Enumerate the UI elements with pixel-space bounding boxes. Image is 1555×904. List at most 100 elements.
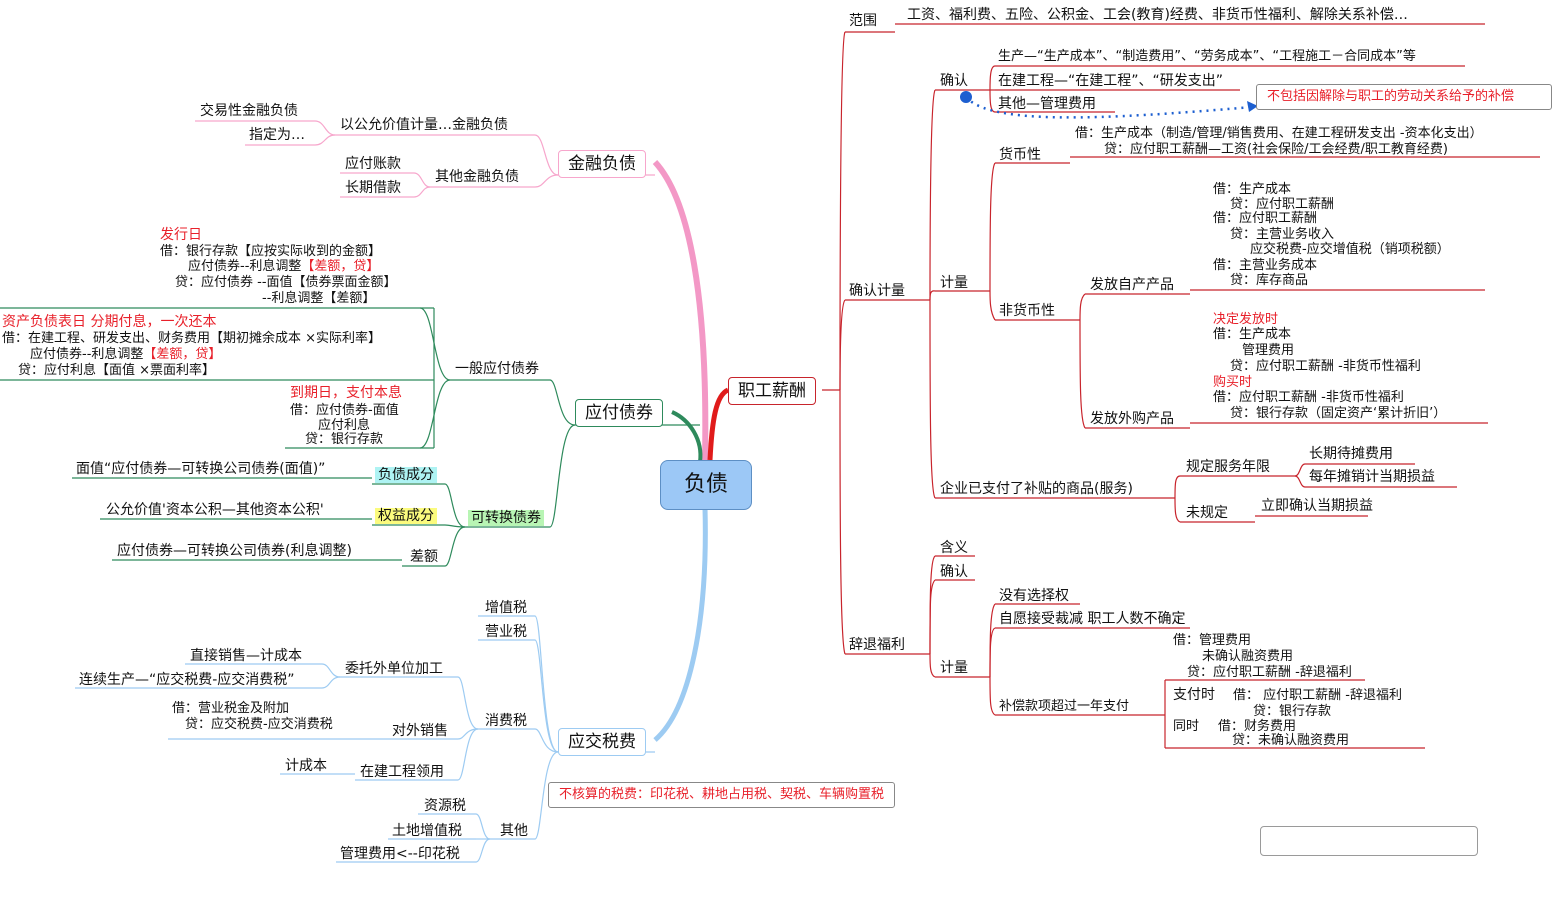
external-sale-line: 借：营业税金及附加 — [172, 701, 290, 716]
liability-component-node[interactable]: 负债成分 — [375, 467, 437, 483]
maturity-line: 贷：银行存款 — [305, 432, 384, 447]
accounts-payable-node[interactable]: 应付账款 — [345, 156, 401, 172]
voluntary-line: 贷：应付职工薪酬 -辞退福利 — [1187, 665, 1352, 680]
own-products-line: 贷：应付职工薪酬 — [1230, 197, 1335, 212]
entrusted-processing-node[interactable]: 委托外单位加工 — [345, 661, 443, 677]
cost-node[interactable]: 计成本 — [285, 758, 327, 774]
own-products-line: 应交税费-应交增值税（销项税额） — [1250, 242, 1450, 257]
payment-line: 贷：银行存款 — [1253, 704, 1332, 719]
decide-line: 借：生产成本 — [1213, 327, 1292, 342]
branch-financial-liabilities[interactable]: 金融负债 — [558, 150, 646, 178]
monetary-line: 借：生产成本（制造/管理/销售费用、在建工程研发支出 -资本化支出） — [1075, 126, 1483, 141]
equity-component-text: 公允价值'资本公积—其他资本公积' — [106, 502, 324, 518]
non-accounted-taxes-box[interactable]: 不核算的税费：印花税、耕地占用税、契税、车辆购置税 — [548, 782, 896, 808]
voluntary-reduction-node[interactable]: 自愿接受裁减 职工人数不确定 — [999, 611, 1186, 627]
immediate-recognition-node[interactable]: 立即确认当期损益 — [1261, 498, 1373, 514]
service-period-node[interactable]: 规定服务年限 — [1186, 459, 1270, 475]
nonmonetary-node[interactable]: 非货币性 — [999, 303, 1055, 319]
external-sale-node[interactable]: 对外销售 — [392, 723, 448, 739]
issue-line: --利息调整【差额】 — [262, 291, 376, 306]
long-term-deferred-node[interactable]: 长期待摊费用 — [1309, 446, 1393, 462]
designated-node[interactable]: 指定为… — [249, 127, 305, 143]
maturity-title: 到期日，支付本息 — [290, 385, 402, 401]
not-specified-node[interactable]: 未规定 — [1186, 505, 1228, 521]
liability-component-text: 面值“应付债券—可转换公司债券(面值)” — [76, 461, 326, 477]
own-products-line: 借：生产成本 — [1213, 182, 1292, 197]
other-taxes-node[interactable]: 其他 — [500, 823, 528, 839]
issue-date-title: 发行日 — [160, 227, 202, 243]
vat-node[interactable]: 增值税 — [485, 600, 527, 616]
decide-title: 决定发放时 — [1213, 312, 1279, 327]
bs-line: 借：在建工程、研发支出、财务费用【期初摊余成本 ×实际利率】 — [2, 331, 382, 346]
scope-node[interactable]: 范围 — [849, 13, 877, 29]
maturity-line: 借：应付债券-面值 — [290, 403, 399, 418]
purchase-line: 贷：银行存款（固定资产‘累计折旧’） — [1230, 406, 1447, 421]
purchase-line: 借：应付职工薪酬 -非货币性福利 — [1213, 390, 1404, 405]
business-tax-node[interactable]: 营业税 — [485, 624, 527, 640]
general-bonds-node[interactable]: 一般应付债券 — [455, 361, 539, 377]
excluded-compensation-note[interactable]: 不包括因解除与职工的劳动关系给予的补偿 — [1256, 84, 1552, 110]
external-sale-line: 贷：应交税费-应交消费税 — [185, 717, 333, 732]
empty-text-box[interactable] — [1260, 826, 1478, 856]
same-time-line: 借：财务费用 — [1218, 719, 1297, 734]
termination-recognize-node[interactable]: 确认 — [940, 564, 968, 580]
branch-bonds-payable[interactable]: 应付债券 — [575, 399, 663, 427]
bs-line: 贷：应付利息【面值 ×票面利率】 — [18, 363, 216, 378]
payment-line: 借： 应付职工薪酬 -辞退福利 — [1233, 688, 1402, 703]
subsidized-goods-node[interactable]: 企业已支付了补贴的商品(服务) — [940, 481, 1133, 497]
purchase-title: 购买时 — [1213, 375, 1253, 390]
purchased-products-node[interactable]: 发放外购产品 — [1090, 411, 1174, 427]
termination-benefits-node[interactable]: 辞退福利 — [849, 637, 905, 653]
decide-line: 贷：应付职工薪酬 -非货币性福利 — [1230, 359, 1421, 374]
own-products-node[interactable]: 发放自产产品 — [1090, 277, 1174, 293]
measure-node[interactable]: 计量 — [940, 275, 968, 291]
payment-time-label: 支付时 — [1173, 687, 1215, 703]
recognize-line-production: 生产—“生产成本”、“制造费用”、“劳务成本”、“工程施工－合同成本”等 — [998, 49, 1416, 64]
termination-meaning-node[interactable]: 含义 — [940, 540, 968, 556]
recognize-node[interactable]: 确认 — [940, 73, 968, 89]
resource-tax-node[interactable]: 资源税 — [424, 798, 466, 814]
trading-liability-node[interactable]: 交易性金融负债 — [200, 103, 298, 119]
decide-line: 管理费用 — [1242, 343, 1295, 358]
annual-amortization-node[interactable]: 每年摊销计当期损益 — [1309, 469, 1435, 485]
bs-line: 应付债券--利息调整【差额，贷】 — [30, 347, 222, 362]
monetary-line: 贷：应付职工薪酬—工资(社会保险/工会经费/职工教育经费) — [1104, 142, 1448, 157]
branch-taxes-payable[interactable]: 应交税费 — [558, 728, 646, 756]
consumption-tax-node[interactable]: 消费税 — [485, 713, 527, 729]
direct-sale-node[interactable]: 直接销售—计成本 — [190, 648, 302, 664]
other-financial-liability-node[interactable]: 其他金融负债 — [435, 169, 519, 185]
voluntary-line: 借：管理费用 — [1173, 633, 1252, 648]
recognize-line-construction: 在建工程—“在建工程”、“研发支出” — [998, 73, 1224, 89]
own-products-line: 借：主营业务成本 — [1213, 258, 1318, 273]
difference-node[interactable]: 差额 — [410, 549, 438, 565]
land-vat-node[interactable]: 土地增值税 — [392, 823, 462, 839]
management-fee-stamp-node[interactable]: 管理费用<--印花税 — [340, 846, 460, 862]
scope-text: 工资、福利费、五险、公积金、工会(教育)经费、非货币性福利、解除关系补偿… — [907, 7, 1408, 23]
convertible-bonds-node[interactable]: 可转换债券 — [468, 510, 544, 526]
balance-sheet-date-title: 资产负债表日 分期付息，一次还本 — [2, 314, 217, 330]
voluntary-line: 未确认融资费用 — [1202, 649, 1294, 664]
recognize-line-other: 其他—管理费用 — [998, 96, 1096, 112]
continued-production-node[interactable]: 连续生产—“应交税费-应交消费税” — [79, 672, 295, 688]
monetary-node[interactable]: 货币性 — [999, 147, 1041, 163]
root-node-liabilities[interactable]: 负债 — [660, 460, 752, 510]
same-time-label: 同时 — [1173, 719, 1200, 734]
maturity-line: 应付利息 — [318, 418, 371, 433]
over-one-year-node[interactable]: 补偿款项超过一年支付 — [999, 699, 1130, 714]
own-products-line: 贷：主营业务收入 — [1230, 227, 1335, 242]
equity-component-node[interactable]: 权益成分 — [375, 508, 437, 524]
termination-measure-node[interactable]: 计量 — [940, 660, 968, 676]
issue-line: 贷：应付债券 --面值【债券票面金额】 — [175, 275, 397, 290]
same-time-line: 贷：未确认融资费用 — [1232, 733, 1350, 748]
own-products-line: 贷：库存商品 — [1230, 273, 1309, 288]
fvtpl-node[interactable]: 以公允价值计量…金融负债 — [340, 117, 508, 133]
difference-text: 应付债券—可转换公司债券(利息调整) — [117, 543, 352, 559]
recognition-measurement-node[interactable]: 确认计量 — [849, 283, 905, 299]
issue-line: 借：银行存款【应按实际收到的金额】 — [160, 244, 382, 259]
branch-employee-payroll[interactable]: 职工薪酬 — [728, 377, 816, 405]
long-term-loan-node[interactable]: 长期借款 — [345, 180, 401, 196]
no-choice-node[interactable]: 没有选择权 — [999, 588, 1069, 604]
issue-line: 应付债券--利息调整【差额，贷】 — [188, 259, 380, 274]
construction-use-node[interactable]: 在建工程领用 — [360, 764, 444, 780]
